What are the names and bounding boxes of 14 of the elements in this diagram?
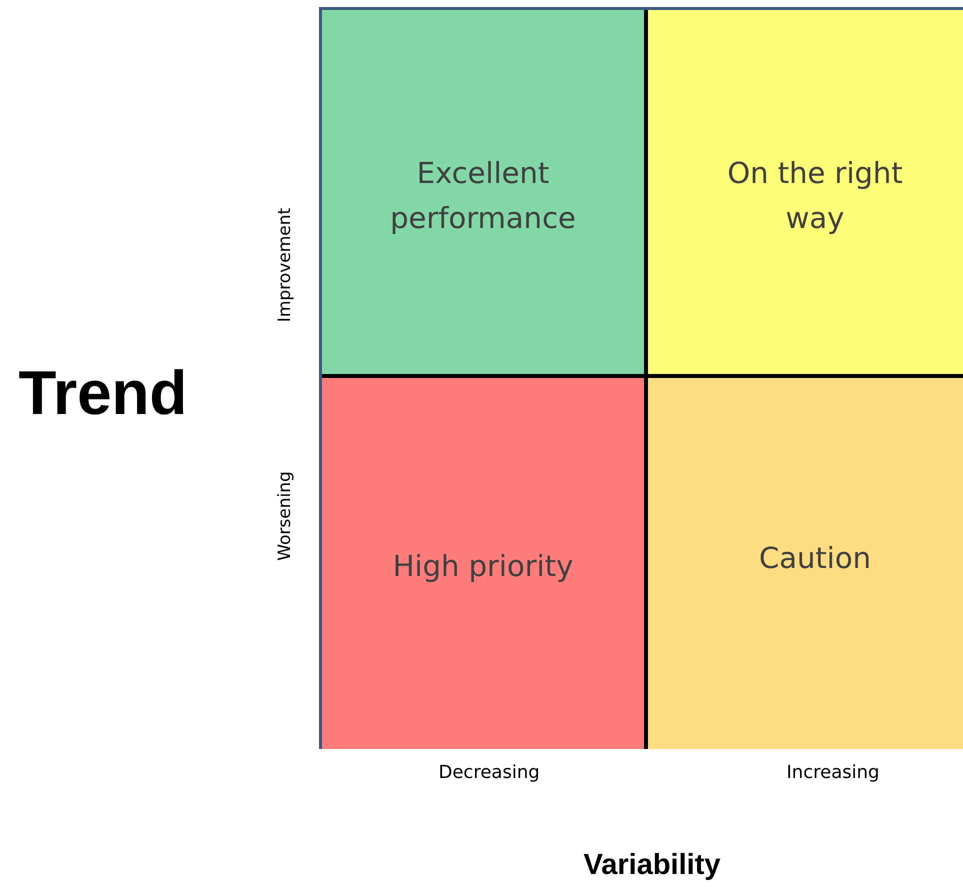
- quadrant-label: On the right way: [726, 155, 904, 237]
- axis-label: Increasing: [786, 762, 880, 782]
- axis-label: Decreasing: [438, 762, 540, 782]
- quadrant: [322, 10, 648, 378]
- axis-title: Variability: [584, 848, 721, 882]
- quadrant: [648, 378, 963, 749]
- quadrant: [322, 378, 648, 749]
- axis-label: Worsening: [274, 471, 295, 561]
- quadrant-label: Excellent performance: [389, 155, 577, 237]
- axis-label: Improvement: [275, 208, 296, 322]
- quadrant-label: Caution: [758, 540, 872, 577]
- quadrant-label: High priority: [392, 548, 574, 585]
- quadrant: [648, 10, 963, 378]
- axis-title: Trend: [18, 358, 188, 428]
